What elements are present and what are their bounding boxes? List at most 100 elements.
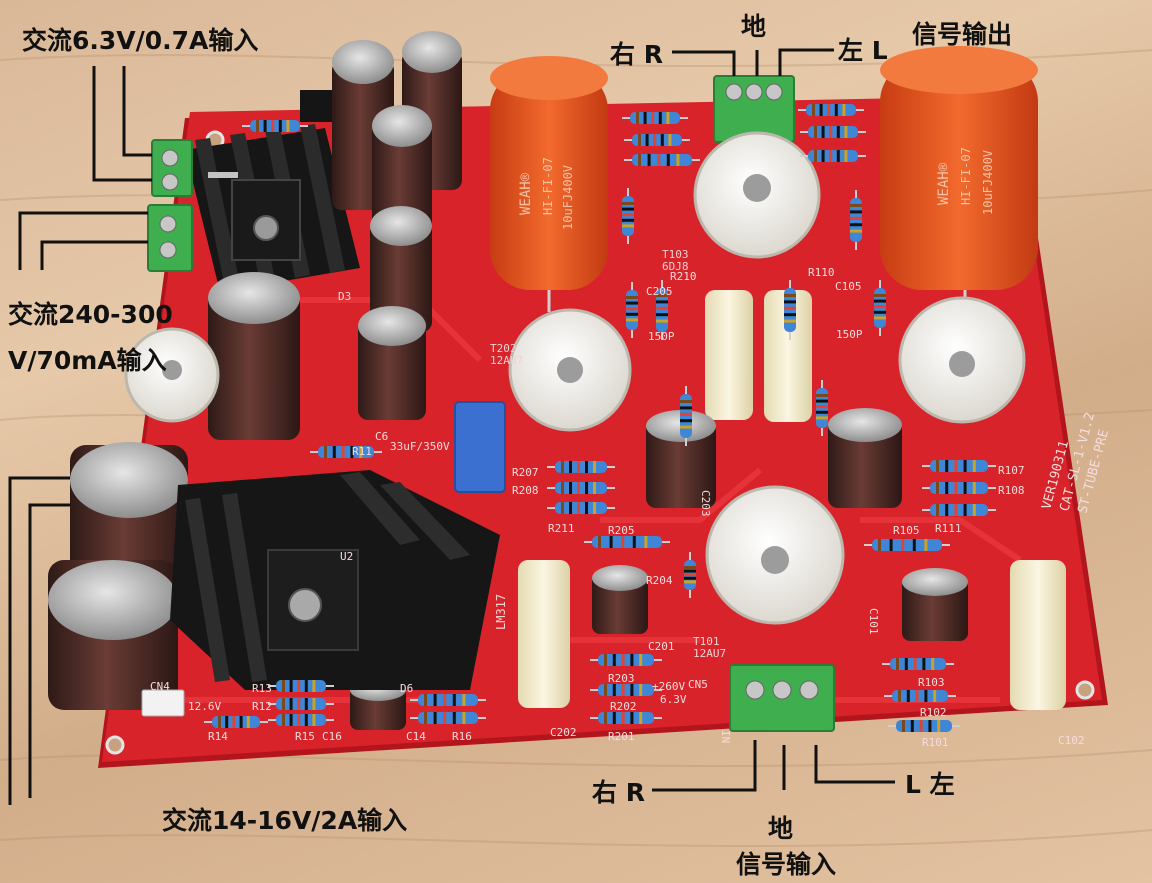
resistor (626, 282, 638, 338)
electrolytic-caps-top (208, 31, 462, 440)
c102-label: C102 (1058, 734, 1085, 747)
resistor (584, 536, 670, 548)
resistor (310, 446, 382, 458)
r210-label: R210 (670, 270, 697, 283)
label-ac-14-16: 交流14-16V/2A输入 (162, 806, 408, 835)
resistor (656, 280, 668, 340)
resistor (268, 698, 334, 710)
resistor (864, 539, 950, 551)
line-ac-240-a (18, 211, 148, 270)
cap-value-right: 10uFJ400V (981, 150, 995, 215)
connector-cn4 (141, 689, 185, 717)
tube-t103-type: 6DJ8 (662, 260, 689, 273)
resistor (874, 280, 886, 336)
cn5-label: CN5 (688, 678, 708, 691)
resistor (680, 386, 692, 446)
resistor (922, 504, 996, 516)
r14-label: R14 (208, 730, 228, 743)
cap-c6-label: C6 (375, 430, 388, 443)
voltage-126: 12.6V (188, 700, 221, 713)
r211-label: R211 (548, 522, 575, 535)
label-ac-6v3: 交流6.3V/0.7A输入 (22, 26, 259, 55)
cap-series-left: HI-FI-07 (541, 157, 555, 215)
tube-t101-type: 12AU7 (693, 647, 726, 660)
line-in-left (814, 745, 895, 784)
r16-label: R16 (452, 730, 472, 743)
tube-socket-t103: T103 6DJ8 (662, 131, 821, 273)
resistor (888, 720, 960, 732)
cap-brand-right: WEAH® (936, 162, 952, 205)
r207-label: R207 (512, 466, 539, 479)
p150-right: 150P (836, 328, 863, 341)
resistor (590, 654, 662, 666)
r111-label: R111 (935, 522, 962, 535)
cn4-label: CN4 (150, 680, 170, 693)
cap-value-left: 10uFJ400V (561, 165, 575, 230)
label-out-ground: 地 (741, 12, 767, 41)
r13-label: R13 (252, 682, 272, 695)
resistors (204, 104, 996, 732)
line-ac-6v3-b (122, 66, 152, 157)
u2-label: U2 (340, 550, 353, 563)
tube-t202-type: 12AU7 (490, 354, 523, 367)
r102-label: R102 (920, 706, 947, 719)
tube-t103-label: T103 (662, 248, 689, 261)
pin-header (300, 90, 338, 122)
r12-label: R12 (252, 700, 272, 713)
tube-socket-small (124, 327, 220, 423)
line-ac-6v3-a (92, 66, 152, 182)
resistor (884, 690, 956, 702)
in-marker: IN (719, 730, 732, 743)
terminal-ac-240 (147, 204, 193, 272)
label-ac-240-line1: 交流240-300 (8, 300, 173, 329)
resistor (922, 482, 996, 494)
tube-t101-label: T101 (693, 635, 720, 648)
cap-c6-value: 33uF/350V (390, 440, 450, 453)
resistor (622, 112, 688, 124)
c202-label: C202 (550, 726, 577, 739)
terminal-output (713, 75, 795, 143)
line-out-left (778, 48, 834, 76)
resistor (547, 461, 615, 473)
c14-label: C14 (406, 730, 426, 743)
d6-label: D6 (400, 682, 413, 695)
d3-label: D3 (338, 290, 351, 303)
tube-socket-right (898, 296, 1026, 424)
resistor (590, 684, 662, 696)
r204-label: R204 (646, 574, 673, 587)
r205-label: R205 (608, 524, 635, 537)
c101-label: C101 (867, 608, 880, 635)
resistor (547, 502, 615, 514)
r201-label: R201 (608, 730, 635, 743)
c16-label: C16 (322, 730, 342, 743)
label-out-right: 右 R (610, 40, 663, 69)
resistor (410, 694, 486, 706)
resistor (798, 104, 864, 116)
label-ac-240-line2: V/70mA输入 (8, 346, 167, 375)
r110-label: R110 (808, 266, 835, 279)
tube-socket-t202: T202 12AU7 (490, 308, 632, 432)
resistor (784, 280, 796, 340)
blue-pot (454, 401, 506, 493)
heatsink-bottom: LM317 (170, 470, 508, 690)
tube-socket-t101: T101 12AU7 (693, 485, 845, 660)
cap-series-right: HI-FI-07 (959, 147, 973, 205)
c105-label: C105 (835, 280, 862, 293)
heatsink-top (185, 124, 360, 292)
r107-label: R107 (998, 464, 1025, 477)
line-ac-14-b (28, 503, 70, 798)
resistor (624, 154, 700, 166)
regulator-label: LM317 (494, 594, 508, 630)
line-out-right (672, 50, 736, 76)
line-ac-14-a (8, 476, 70, 805)
label-signal-output: 信号输出 (912, 20, 1013, 49)
r203-label: R203 (608, 672, 635, 685)
label-in-ground: 地 (768, 814, 794, 843)
terminal-input (729, 664, 835, 732)
film-caps (518, 290, 1066, 710)
c201-label: C201 (648, 640, 675, 653)
label-out-left: 左 L (838, 36, 888, 65)
r11-label: R11 (352, 445, 372, 458)
resistor (268, 680, 334, 692)
